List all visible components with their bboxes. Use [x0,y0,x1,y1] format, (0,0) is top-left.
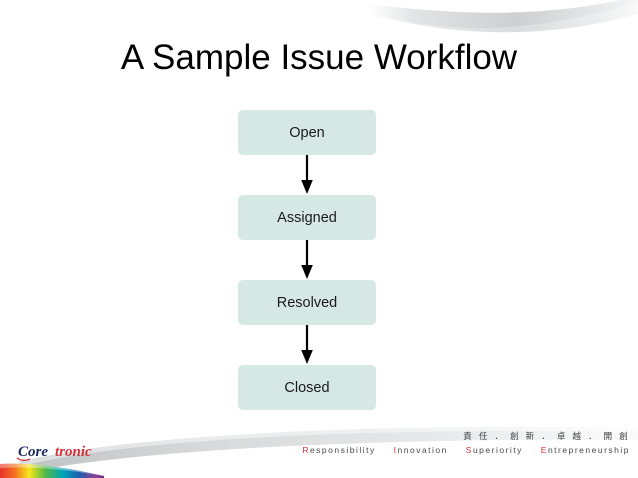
tagline-cap: I [393,445,398,456]
node-label: Closed [284,379,330,396]
workflow-edge-assigned-resolved [238,240,376,280]
tagline-rest: uperiority [472,445,523,456]
workflow-node-assigned[interactable]: Assigned [238,195,376,240]
workflow-edge-resolved-closed [238,325,376,365]
node-label: Open [289,124,325,141]
logo-core-text: Core [18,444,48,460]
tagline-cap: S [465,445,473,456]
tagline-rest: esponsibility [309,445,376,456]
logo-tronic-text: tronic [55,444,92,460]
tagline-word-superiority: Superiority [466,445,523,455]
workflow-node-resolved[interactable]: Resolved [238,280,376,325]
arrow-down-icon [301,155,313,194]
workflow-node-open[interactable]: Open [238,110,376,155]
tagline-cap: R [302,445,310,456]
workflow-node-closed[interactable]: Closed [238,365,376,410]
tagline-rest: ntrepreneurship [547,445,630,456]
coretronic-logo-icon: Core tronic [16,444,92,462]
footer-tagline: 責 任 ． 創 新 ． 卓 越 ． 開 創 Responsibility Inn… [302,433,630,456]
coretronic-logo: Core tronic [14,441,106,463]
tagline-word-entrepreneurship: Entrepreneurship [541,445,630,455]
workflow-edge-open-assigned [238,155,376,195]
node-label: Resolved [276,294,338,311]
page-title: A Sample Issue Workflow [120,38,518,77]
tagline-word-responsibility: Responsibility [302,445,375,455]
workflow-diagram: Open Assigned Resolved [238,110,376,410]
node-label: Assigned [277,209,337,226]
arrow-down-icon [301,325,313,364]
tagline-rest: nnovation [397,445,448,456]
arrow-down-icon [301,240,313,279]
tagline-english: Responsibility Innovation Superiority En… [302,445,630,456]
tagline-cap: E [540,445,548,456]
tagline-chinese: 責 任 ． 創 新 ． 卓 越 ． 開 創 [463,432,630,443]
tagline-word-innovation: Innovation [394,445,448,455]
